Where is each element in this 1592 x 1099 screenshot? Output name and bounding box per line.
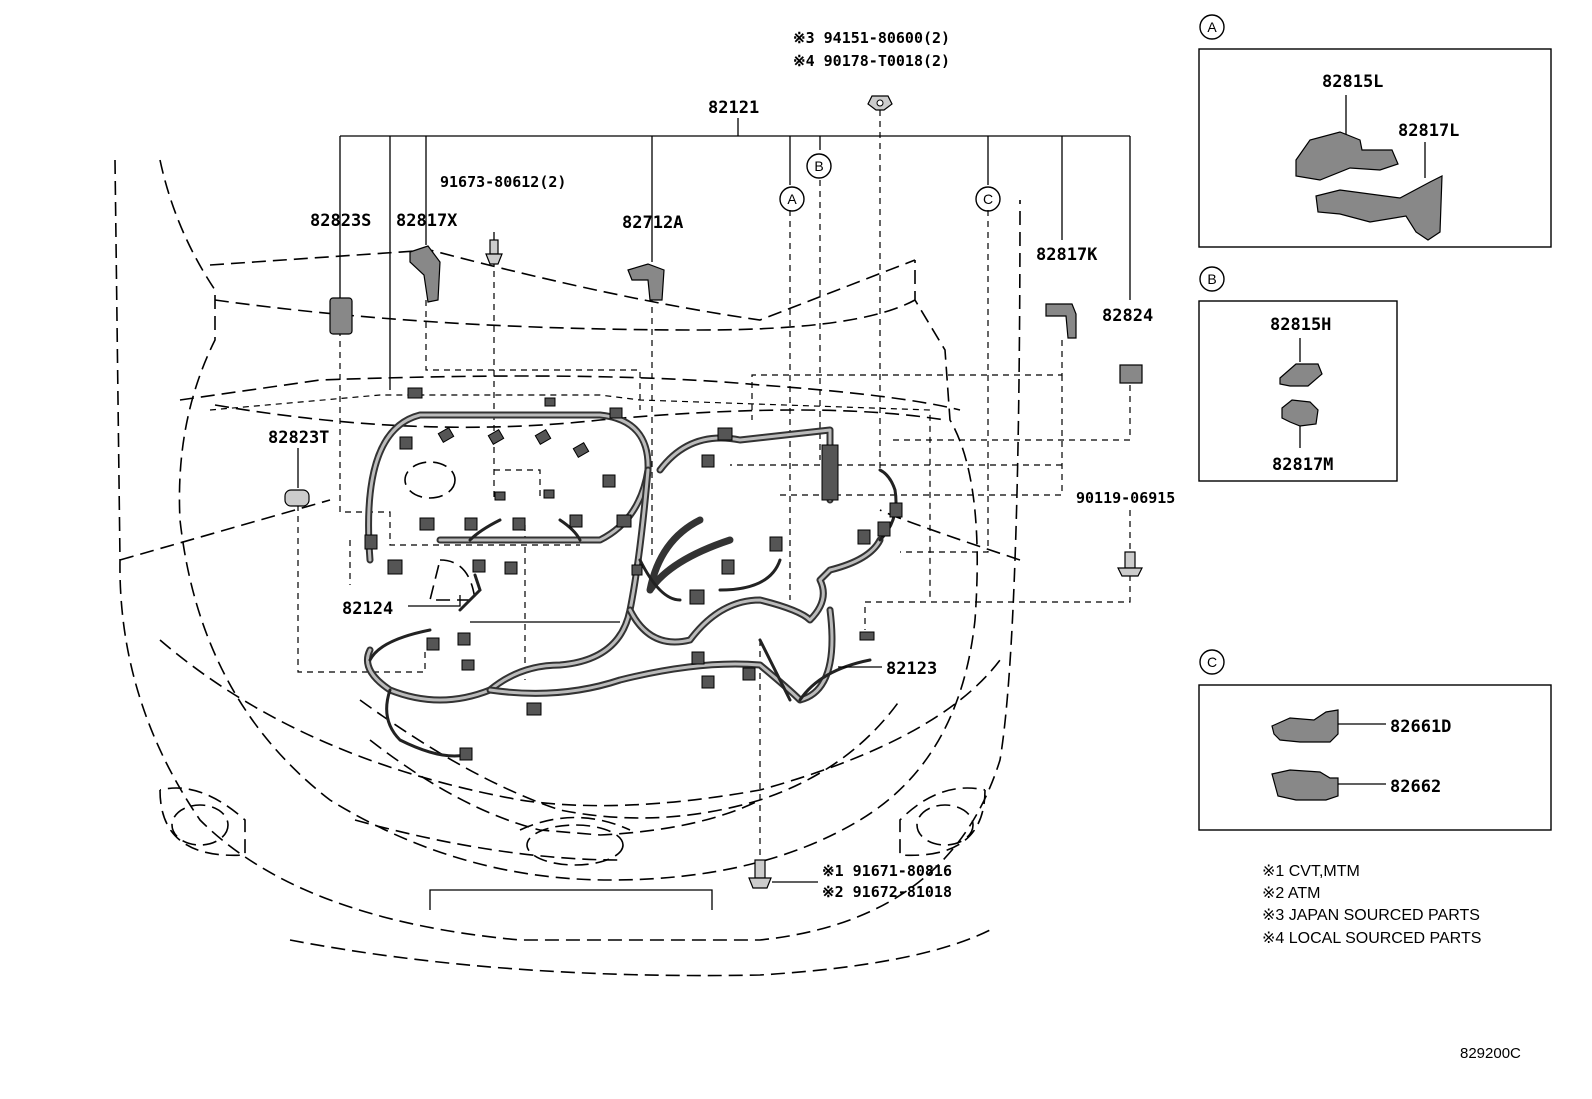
wire-harness xyxy=(364,411,898,758)
detail-c: C 82661D 82662 xyxy=(1198,649,1552,831)
svg-text:82815H: 82815H xyxy=(1270,315,1331,335)
protector-82817L-icon xyxy=(1315,175,1443,241)
protector-82817K-icon xyxy=(1045,303,1077,339)
connectors xyxy=(364,387,903,761)
detail-b-box xyxy=(1198,300,1398,482)
label-91671-80816: ※1 91671-80816 xyxy=(822,862,952,880)
label-90178-T0018: ※4 90178-T0018(2) xyxy=(793,52,950,70)
protector-82815L-icon xyxy=(1295,131,1399,181)
car-outline xyxy=(114,159,1021,977)
svg-text:A: A xyxy=(1207,19,1217,35)
callout-c: C xyxy=(975,186,1001,212)
svg-text:※3 JAPAN SOURCED PARTS: ※3 JAPAN SOURCED PARTS xyxy=(1262,907,1480,924)
protector-82817M-icon xyxy=(1281,399,1319,427)
protector-82815H-icon xyxy=(1279,363,1323,387)
svg-text:82817M: 82817M xyxy=(1272,455,1333,475)
clamp-82824-icon xyxy=(1119,364,1143,384)
svg-text:82661D: 82661D xyxy=(1390,717,1451,737)
callout-a: A xyxy=(779,186,805,212)
legend: ※1 CVT,MTM ※2 ATM ※3 JAPAN SOURCED PARTS… xyxy=(1262,863,1481,947)
svg-text:B: B xyxy=(1207,271,1216,287)
bracket-82712A-icon xyxy=(627,263,665,301)
callout-b: B xyxy=(806,153,832,179)
label-82123: 82123 xyxy=(886,659,937,679)
svg-text:B: B xyxy=(814,158,823,174)
detail-c-box xyxy=(1198,684,1552,831)
label-82823S: 82823S xyxy=(310,211,371,231)
dashed-leaders xyxy=(209,110,1131,860)
label-82817X: 82817X xyxy=(396,211,458,231)
label-90119-06915: 90119-06915 xyxy=(1076,489,1175,507)
svg-text:82817L: 82817L xyxy=(1398,121,1459,141)
drawing-number: 829200C xyxy=(1460,1045,1521,1062)
label-94151-80600: ※3 94151-80600(2) xyxy=(793,29,950,47)
label-82124: 82124 xyxy=(342,599,393,619)
label-91673-80612: 91673-80612(2) xyxy=(440,173,566,191)
label-82121: 82121 xyxy=(708,98,759,118)
svg-text:82662: 82662 xyxy=(1390,777,1441,797)
protector-82661D-icon xyxy=(1271,709,1339,743)
svg-text:※1 CVT,MTM: ※1 CVT,MTM xyxy=(1262,863,1360,880)
detail-a: A 82815L 82817L xyxy=(1198,14,1552,248)
bracket-82817X-icon xyxy=(409,245,441,303)
protector-82662-icon xyxy=(1271,769,1339,801)
nut-94151-icon xyxy=(867,95,893,111)
svg-text:C: C xyxy=(1207,654,1217,670)
svg-text:82815L: 82815L xyxy=(1322,72,1383,92)
label-82823T: 82823T xyxy=(268,428,329,448)
part-icons xyxy=(284,95,1143,889)
svg-text:※2 ATM: ※2 ATM xyxy=(1262,885,1320,902)
clamp-82823T-icon xyxy=(284,489,310,507)
bolt-91673-icon xyxy=(485,232,503,265)
label-82817K: 82817K xyxy=(1036,245,1098,265)
svg-text:A: A xyxy=(787,191,797,207)
part-number-labels: 82121 82823S 82817X 91673-80612(2) 82712… xyxy=(268,29,1175,901)
label-91672-81018: ※2 91672-81018 xyxy=(822,883,952,901)
bolt-91671-icon xyxy=(748,859,772,889)
svg-text:※4 LOCAL SOURCED PARTS: ※4 LOCAL SOURCED PARTS xyxy=(1262,930,1481,947)
label-82824: 82824 xyxy=(1102,306,1153,326)
leader-82121 xyxy=(339,118,1131,390)
detail-b: B 82815H 82817M xyxy=(1198,266,1398,482)
bolt-90119-icon xyxy=(1117,551,1143,577)
label-leaders xyxy=(297,448,882,668)
detail-a-box xyxy=(1198,48,1552,248)
label-82712A: 82712A xyxy=(622,213,683,233)
svg-text:C: C xyxy=(983,191,993,207)
clamp-82823S-icon xyxy=(329,297,353,335)
